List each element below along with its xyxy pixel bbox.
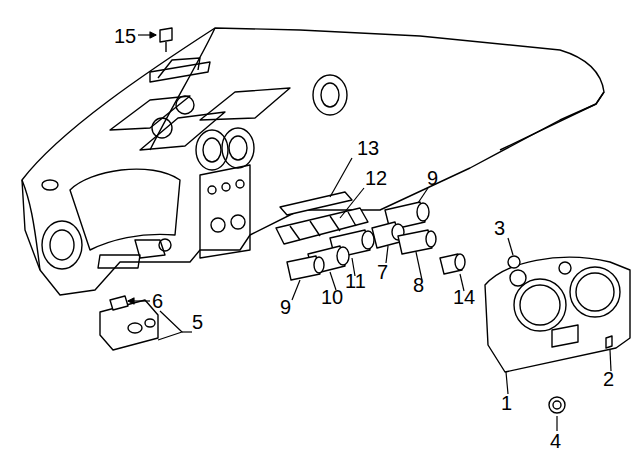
callout-number: 12 — [365, 168, 387, 188]
callout-number: 1 — [501, 393, 512, 413]
callout-number: 8 — [413, 275, 424, 295]
callout-number: 15 — [114, 26, 136, 46]
callout-number: 13 — [357, 138, 379, 158]
callout-number: 10 — [321, 287, 343, 307]
callout-number: 9 — [427, 168, 438, 188]
callout-number: 6 — [152, 291, 163, 311]
callout-number: 7 — [377, 262, 388, 282]
callout-number: 4 — [550, 431, 561, 451]
callout-number: 11 — [345, 271, 366, 291]
callout-number: 2 — [603, 369, 614, 389]
callout-number: 14 — [453, 287, 475, 307]
callout-number: 5 — [192, 312, 203, 332]
callout-number: 3 — [494, 218, 505, 238]
callout-number: 9 — [280, 297, 291, 317]
